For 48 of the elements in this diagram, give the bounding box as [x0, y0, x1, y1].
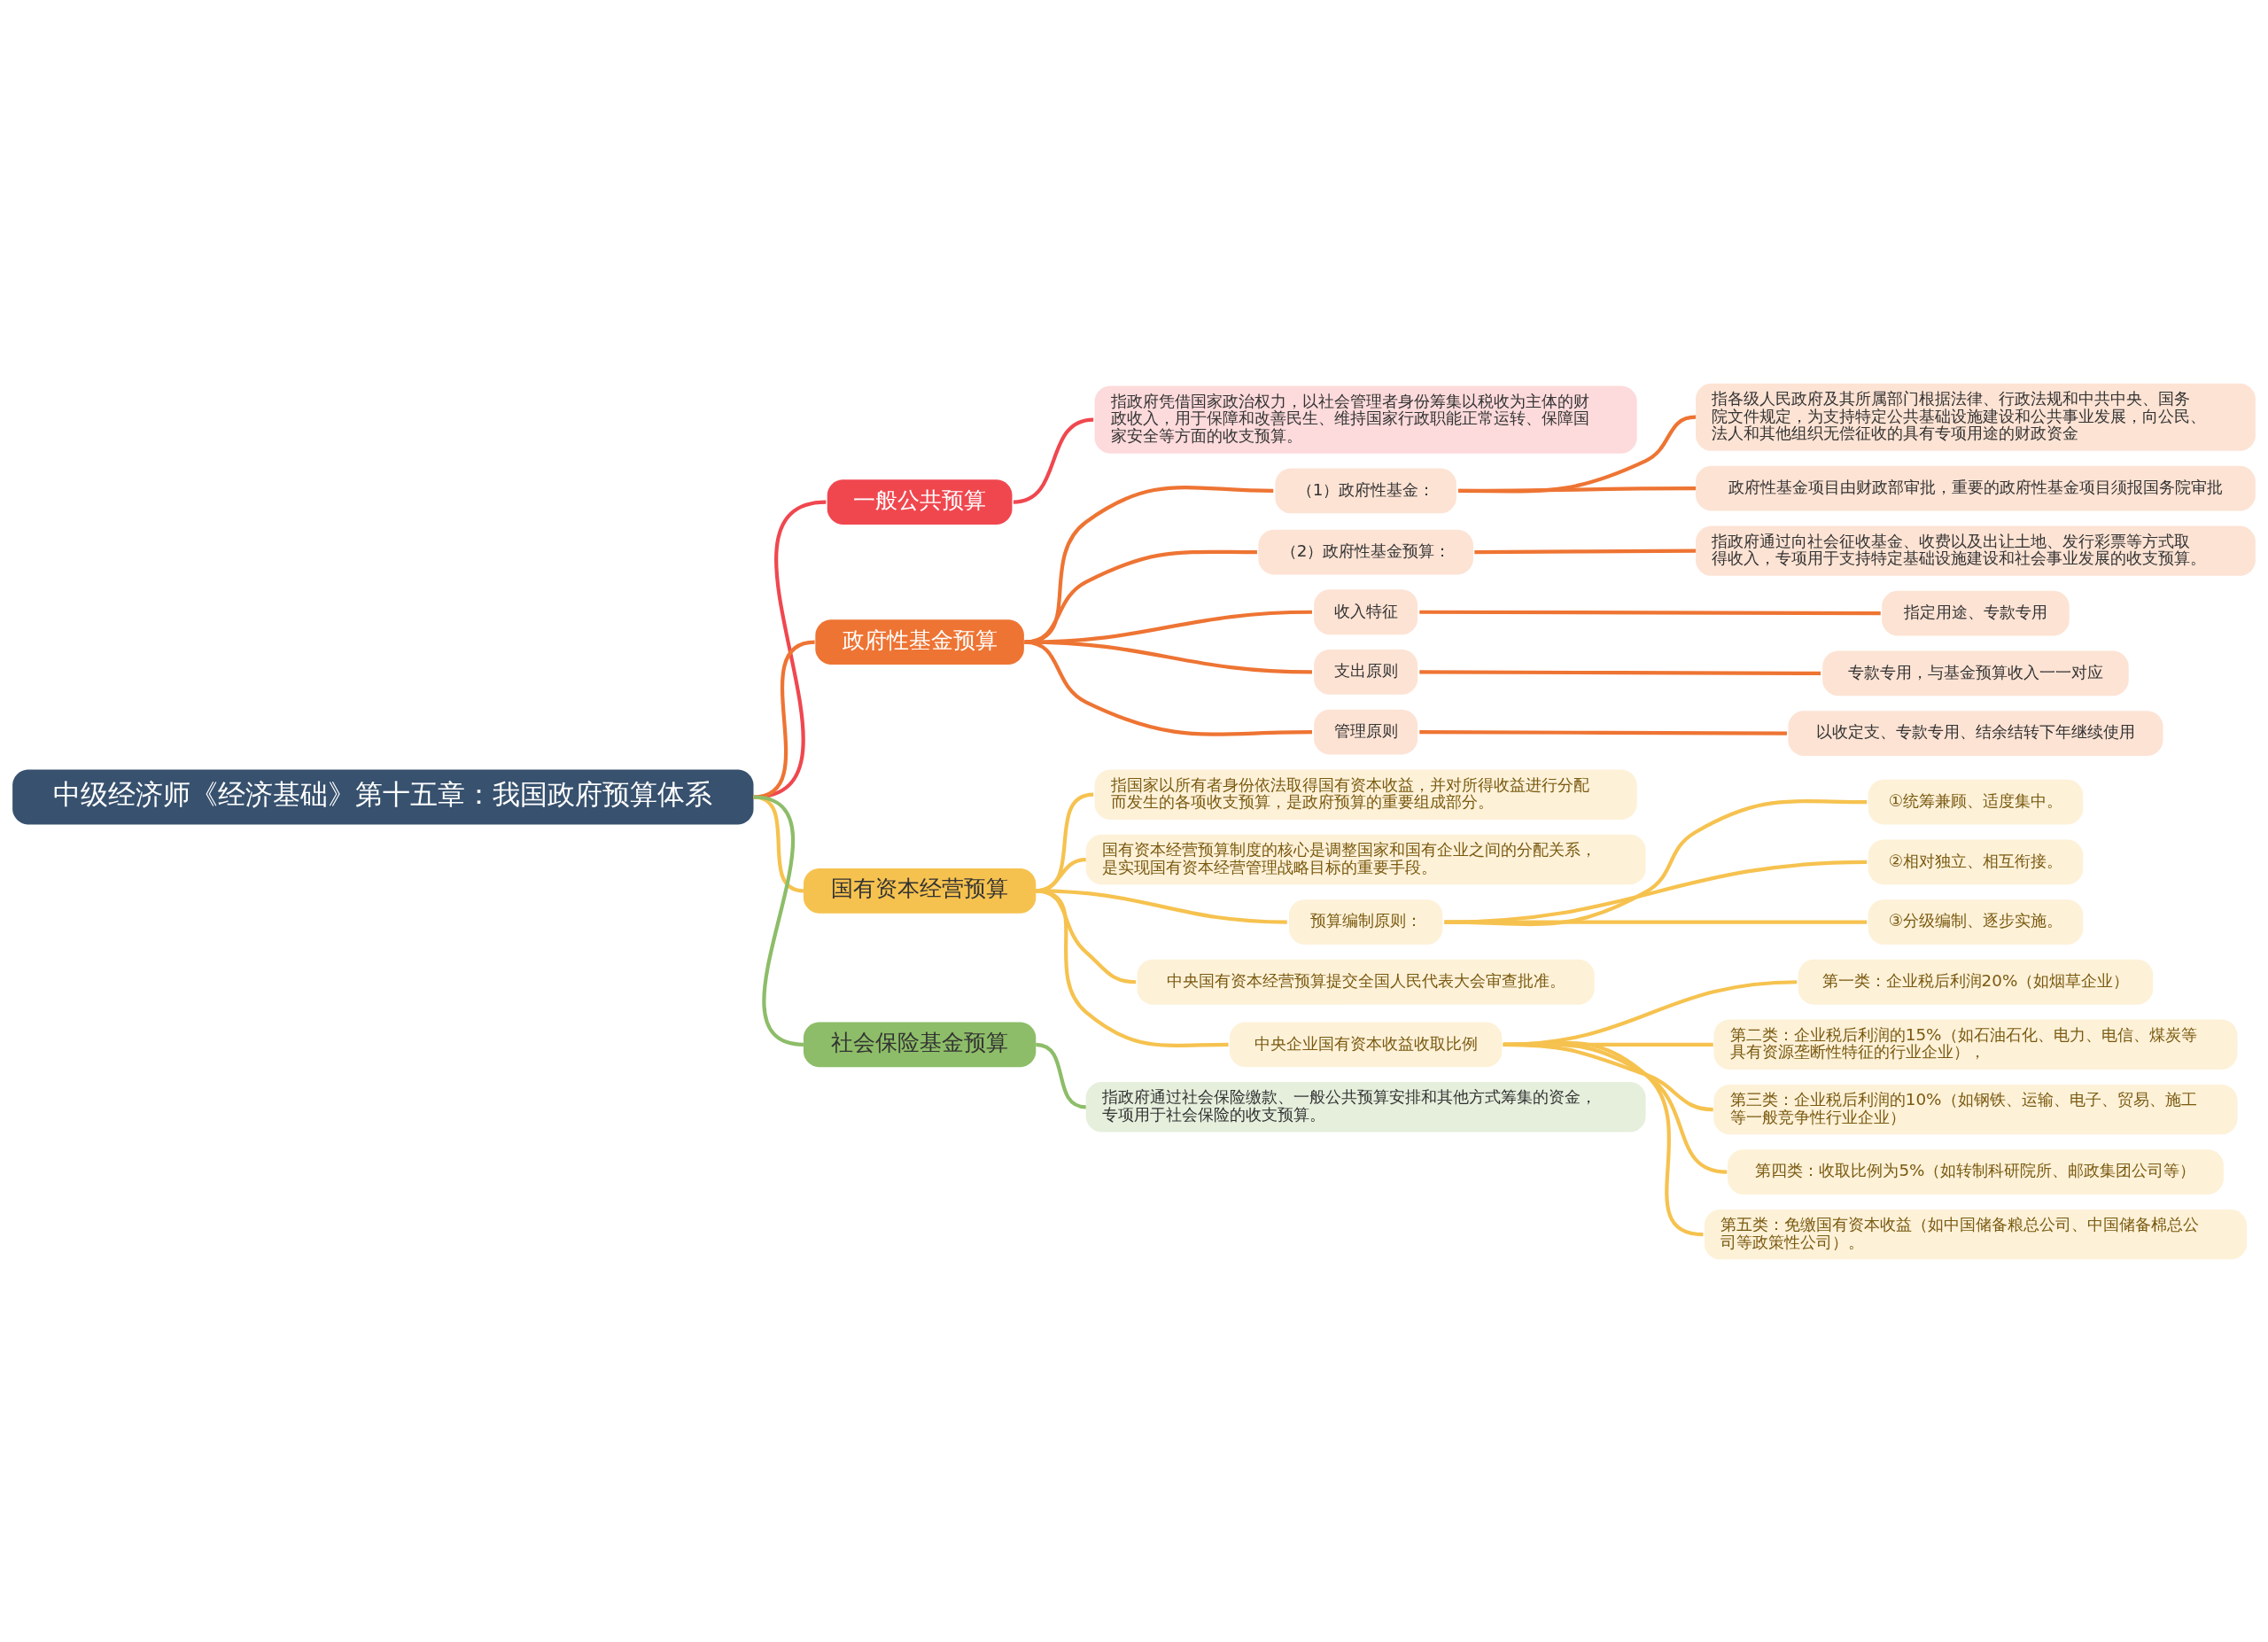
connector [753, 794, 804, 1047]
connector [1474, 549, 1696, 554]
node-box: 收入特征 [1314, 588, 1418, 634]
node-box: 中央企业国有资本收益收取比例 [1229, 1021, 1503, 1067]
node-box: ③分级编制、逐步实施。 [1868, 899, 2084, 945]
node-box: 管理原则 [1314, 709, 1418, 755]
node-box: 第五类：免缴国有资本收益（如中国储备粮总公司、中国储备棉总公司等政策性公司）。 [1704, 1209, 2247, 1259]
node-box: 指政府通过社会保险缴款、一般公共预算安排和其他方式筹集的资金，专项用于社会保险的收支预算。 [1085, 1081, 1646, 1132]
node-box: （2）政府性基金预算： [1258, 529, 1473, 574]
node-box: 预算编制原则： [1288, 899, 1443, 945]
node-box: 社会保险基金预算 [803, 1021, 1037, 1067]
connector [1458, 486, 1696, 493]
node-box: 第一类：企业税后利润20%（如烟草企业） [1798, 959, 2154, 1005]
node-box: 国有资本经营预算 [803, 868, 1037, 914]
connector [1013, 416, 1094, 504]
connector [1035, 1042, 1087, 1109]
node-box: 指国家以所有者身份依法取得国有资本收益，并对所得收益进行分配而发生的各项收支预算，是政府预算的重要组成部分。 [1094, 768, 1637, 820]
connector [1503, 1040, 1704, 1236]
connector [1419, 610, 1881, 615]
connector [1444, 798, 1868, 926]
connector [1419, 729, 1787, 735]
connector [1444, 919, 1868, 924]
node-box: （1）政府性基金： [1275, 468, 1456, 513]
node-box: 政府性基金项目由财政部审批，重要的政府性基金项目须报国务院审批 [1696, 465, 2256, 510]
node-box: 支出原则 [1314, 649, 1418, 695]
connector [1024, 640, 1312, 736]
node-box: 国有资本经营预算制度的核心是调整国家和国有企业之间的分配关系，是实现国有资本经营管理战略目标的重要手段。 [1085, 834, 1646, 884]
node-box: 第四类：收取比例为5%（如转制科研院所、邮政集团公司等） [1727, 1148, 2224, 1195]
connector [1024, 610, 1313, 644]
connector [1024, 640, 1313, 674]
node-box: ②相对独立、相互衔接。 [1868, 838, 2084, 884]
node-box: 指各级人民政府及其所属部门根据法律、行政法规和中共中央、国务院文件规定，为支持特定公共基础设施建设和公共事业发展，向公民、法人和其他组织无偿征收的具有专项用途的财政资金 [1696, 383, 2256, 451]
connector [1419, 669, 1821, 675]
node-box: 指政府凭借国家政治权力，以社会管理者身份筹集以税收为主体的财政收入，用于保障和改善民生、维持国家行政职能正常运转、保障国家安全等方面的收支预算。 [1094, 385, 1637, 454]
node-box: 政府性基金预算 [815, 619, 1024, 665]
connector [1444, 860, 1868, 924]
node-box: 第三类：企业税后利润的10%（如钢铁、运输、电子、贸易、施工等一般竞争性行业企业） [1713, 1084, 2238, 1134]
node-box: 指政府通过向社会征收基金、收费以及出让土地、发行彩票等方式取得收入，专项用于支持特定基础设施建设和社会事业发展的收支预算。 [1696, 525, 2256, 576]
connector [1036, 888, 1229, 1047]
node-box: 以收定支、专款专用、结余结转下年继续使用 [1788, 710, 2163, 756]
node-box: ①统筹兼顾、适度集中。 [1868, 779, 2084, 825]
node-box: 中级经济师《经济基础》第十五章：我国政府预算体系 [12, 768, 754, 825]
node-box: 一般公共预算 [827, 479, 1013, 525]
node-box: 第二类：企业税后利润的15%（如石油石化、电力、电信、煤炭等具有资源垄断性特征的行业企业）， [1713, 1019, 2238, 1070]
node-box: 指定用途、专款专用 [1882, 590, 2070, 636]
connector [1458, 415, 1697, 493]
node-box: 中央国有资本经营预算提交全国人民代表大会审查批准。 [1137, 959, 1595, 1005]
node-box: 专款专用，与基金预算收入一一对应 [1822, 650, 2129, 696]
